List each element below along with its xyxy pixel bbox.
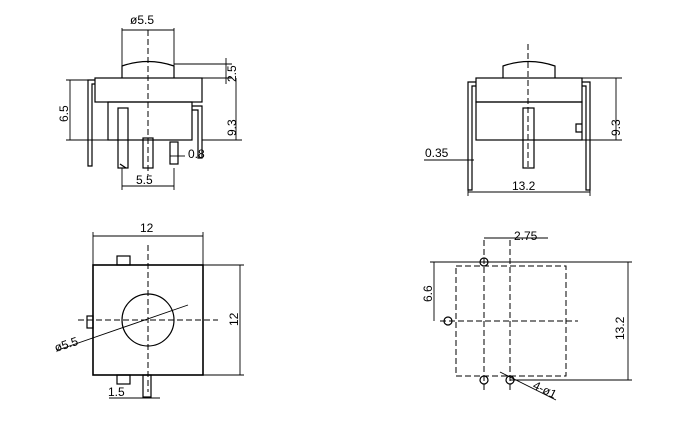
top-view: 12 12 ø5.5 1.5: [53, 221, 244, 399]
dim-front-pin-width: 0.8: [188, 147, 205, 161]
dim-front-cap-diameter: ø5.5: [130, 13, 154, 27]
dim-front-side-height: 6.5: [57, 105, 71, 122]
dim-front-pin-spacing: 5.5: [136, 173, 153, 187]
dim-front-cap-height: 2.5: [225, 65, 239, 82]
dim-footprint-holes: 4-ø1: [531, 378, 560, 402]
footprint-view: 2.75 6.6 13.2 4-ø1: [421, 229, 632, 402]
dim-footprint-hole-offset: 2.75: [514, 229, 538, 243]
dim-top-width: 12: [140, 221, 154, 235]
dim-footprint-height: 13.2: [613, 316, 627, 340]
dim-footprint-vertical-offset: 6.6: [421, 285, 435, 302]
dim-side-lead-thickness: 0.35: [425, 146, 449, 160]
dim-top-height: 12: [227, 312, 241, 326]
dim-side-height: 9.3: [609, 119, 623, 136]
dim-side-lead-span: 13.2: [512, 179, 536, 193]
dim-top-tab-offset: 1.5: [108, 385, 125, 399]
side-view: 0.35 9.3 13.2: [424, 44, 623, 196]
front-view: ø5.5 2.5 9.3 6.5 0.8 5.5: [57, 13, 242, 190]
dim-front-body-height: 9.3: [225, 119, 239, 136]
dim-top-button-diameter: ø5.5: [53, 334, 80, 355]
